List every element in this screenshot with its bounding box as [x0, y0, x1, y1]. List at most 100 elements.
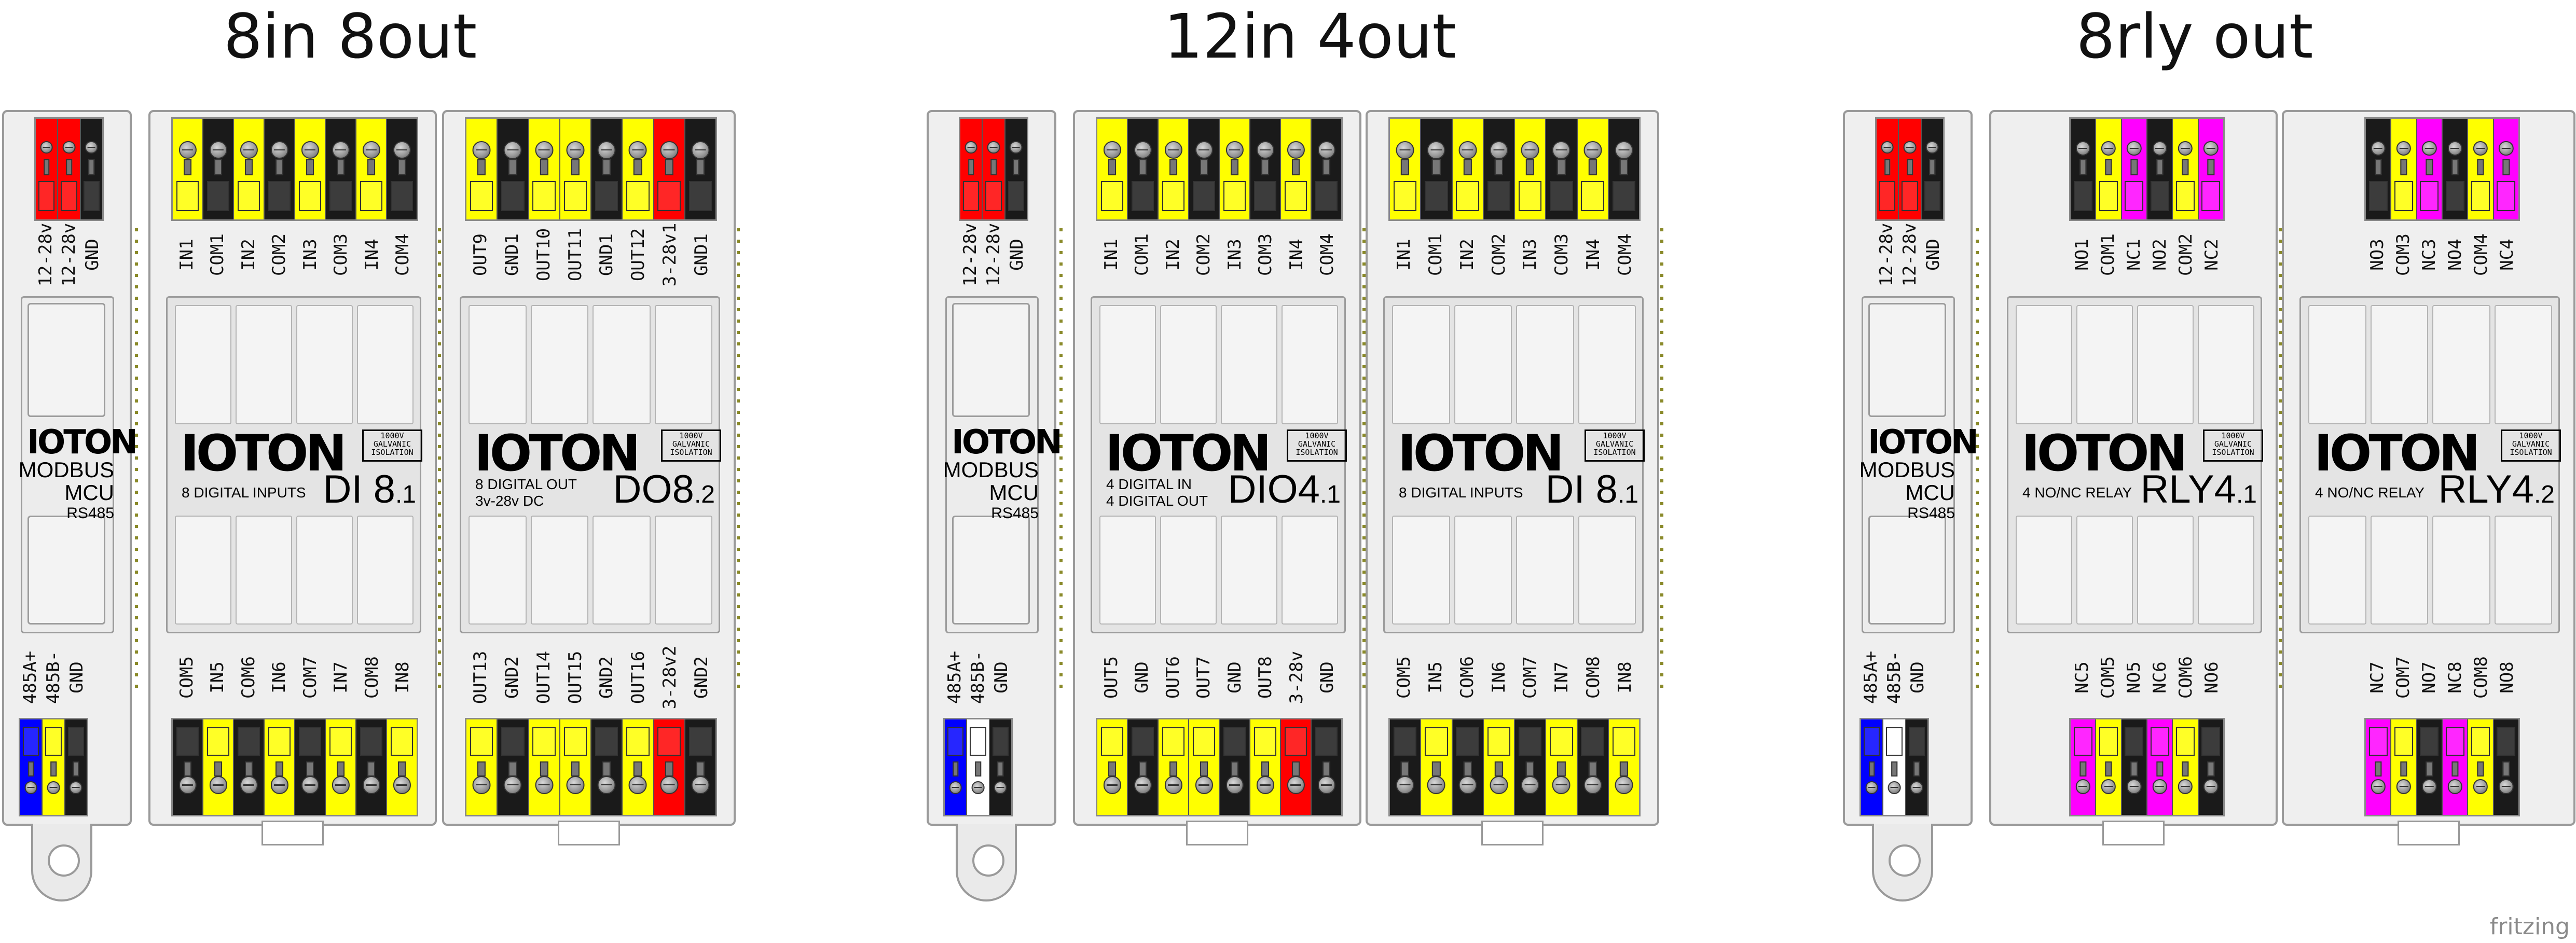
terminal-5[interactable] — [1220, 719, 1250, 815]
terminal-8[interactable] — [1608, 119, 1639, 219]
terminal-1[interactable] — [1097, 719, 1128, 815]
terminal-1[interactable] — [173, 719, 203, 815]
terminal-1[interactable] — [1861, 719, 1884, 815]
terminal-7[interactable] — [654, 119, 685, 219]
terminal-7[interactable] — [1281, 719, 1312, 815]
terminal-2[interactable] — [1899, 119, 1922, 219]
terminal-3[interactable] — [529, 119, 560, 219]
terminal-4[interactable] — [1483, 119, 1515, 219]
terminal-1[interactable] — [1390, 119, 1422, 219]
terminal-6[interactable] — [1250, 119, 1281, 219]
terminal-1[interactable] — [36, 119, 59, 219]
terminal-5[interactable] — [2468, 119, 2494, 219]
terminal-1[interactable] — [20, 719, 43, 815]
terminal-2[interactable] — [967, 719, 990, 815]
terminal-3[interactable] — [234, 119, 265, 219]
terminal-2[interactable] — [203, 719, 234, 815]
terminal-7[interactable] — [356, 119, 387, 219]
terminal-3[interactable] — [1452, 119, 1484, 219]
terminal-2[interactable] — [43, 719, 65, 815]
terminal-6[interactable] — [1250, 719, 1281, 815]
terminal-2[interactable] — [1128, 719, 1159, 815]
terminal-2[interactable] — [498, 119, 529, 219]
terminal-2[interactable] — [2096, 719, 2122, 815]
terminal-1[interactable] — [960, 119, 983, 219]
terminal-5[interactable] — [1515, 719, 1547, 815]
terminal-4[interactable] — [560, 119, 591, 219]
terminal-6[interactable] — [326, 719, 356, 815]
terminal-8[interactable] — [1312, 719, 1341, 815]
terminal-6[interactable] — [623, 119, 654, 219]
terminal-4[interactable] — [265, 719, 295, 815]
terminal-3[interactable] — [1452, 719, 1484, 815]
terminal-3[interactable] — [80, 119, 102, 219]
terminal-1[interactable] — [2071, 719, 2097, 815]
terminal-3[interactable] — [1921, 119, 1943, 219]
terminal-8[interactable] — [685, 119, 715, 219]
terminal-3[interactable] — [1159, 119, 1189, 219]
terminal-3[interactable] — [2417, 119, 2443, 219]
terminal-8[interactable] — [387, 719, 417, 815]
terminal-5[interactable] — [2173, 119, 2199, 219]
terminal-7[interactable] — [356, 719, 387, 815]
terminal-2[interactable] — [2391, 719, 2417, 815]
terminal-4[interactable] — [1189, 719, 1220, 815]
terminal-7[interactable] — [1577, 119, 1609, 219]
terminal-8[interactable] — [387, 119, 417, 219]
terminal-1[interactable] — [466, 719, 498, 815]
terminal-3[interactable] — [1005, 119, 1027, 219]
terminal-3[interactable] — [65, 719, 87, 815]
terminal-7[interactable] — [1281, 119, 1312, 219]
terminal-5[interactable] — [295, 719, 326, 815]
terminal-2[interactable] — [58, 119, 81, 219]
terminal-8[interactable] — [1312, 119, 1341, 219]
terminal-2[interactable] — [2391, 119, 2417, 219]
terminal-4[interactable] — [1189, 119, 1220, 219]
terminal-4[interactable] — [265, 119, 295, 219]
terminal-5[interactable] — [1220, 119, 1250, 219]
terminal-7[interactable] — [654, 719, 685, 815]
terminal-1[interactable] — [1390, 719, 1422, 815]
terminal-7[interactable] — [1577, 719, 1609, 815]
terminal-3[interactable] — [529, 719, 560, 815]
terminal-2[interactable] — [1421, 119, 1453, 219]
terminal-4[interactable] — [2147, 119, 2173, 219]
terminal-1[interactable] — [466, 119, 498, 219]
terminal-2[interactable] — [203, 119, 234, 219]
terminal-3[interactable] — [1906, 719, 1927, 815]
terminal-6[interactable] — [1546, 119, 1578, 219]
terminal-6[interactable] — [326, 119, 356, 219]
terminal-5[interactable] — [1515, 119, 1547, 219]
terminal-6[interactable] — [2494, 719, 2518, 815]
terminal-3[interactable] — [2417, 719, 2443, 815]
terminal-2[interactable] — [1883, 719, 1906, 815]
terminal-6[interactable] — [1546, 719, 1578, 815]
terminal-4[interactable] — [1483, 719, 1515, 815]
terminal-3[interactable] — [234, 719, 265, 815]
terminal-5[interactable] — [295, 119, 326, 219]
terminal-5[interactable] — [591, 719, 623, 815]
terminal-5[interactable] — [2468, 719, 2494, 815]
terminal-6[interactable] — [2198, 119, 2223, 219]
terminal-6[interactable] — [2198, 719, 2223, 815]
terminal-3[interactable] — [2122, 119, 2147, 219]
terminal-2[interactable] — [983, 119, 1005, 219]
terminal-1[interactable] — [1097, 119, 1128, 219]
terminal-4[interactable] — [560, 719, 591, 815]
terminal-1[interactable] — [2366, 719, 2392, 815]
terminal-3[interactable] — [1159, 719, 1189, 815]
terminal-6[interactable] — [2494, 119, 2518, 219]
terminal-5[interactable] — [2173, 719, 2199, 815]
terminal-2[interactable] — [1421, 719, 1453, 815]
terminal-2[interactable] — [1128, 119, 1159, 219]
terminal-2[interactable] — [498, 719, 529, 815]
terminal-6[interactable] — [623, 719, 654, 815]
terminal-8[interactable] — [685, 719, 715, 815]
terminal-1[interactable] — [945, 719, 968, 815]
terminal-1[interactable] — [1877, 119, 1899, 219]
terminal-5[interactable] — [591, 119, 623, 219]
terminal-4[interactable] — [2442, 119, 2469, 219]
terminal-2[interactable] — [2096, 119, 2122, 219]
terminal-1[interactable] — [2366, 119, 2392, 219]
terminal-3[interactable] — [2122, 719, 2147, 815]
